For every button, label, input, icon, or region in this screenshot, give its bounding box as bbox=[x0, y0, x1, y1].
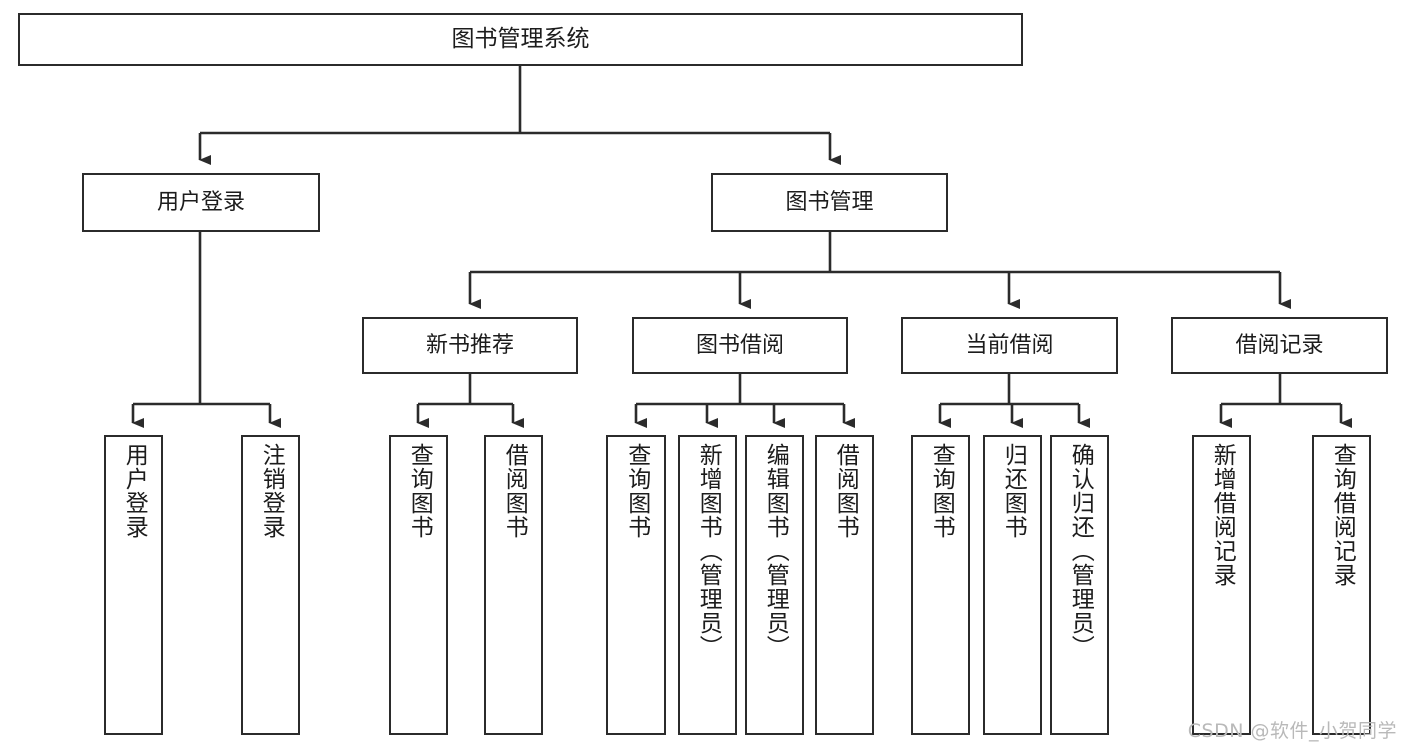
root-node-label: 图书管理系统 bbox=[451, 25, 590, 52]
node-book-borrow-label: 图书借阅 bbox=[695, 332, 784, 358]
leaf-return-book-label: 归还图书 bbox=[1000, 443, 1027, 539]
csdn-watermark: CSDN @软件_小贺同学 bbox=[1187, 720, 1397, 742]
leaf-edit-book-label: 编辑图书（管理员） bbox=[762, 443, 789, 659]
leaf-borrow-book-1-label: 借阅图书 bbox=[501, 443, 528, 539]
node-book-manage[interactable]: 图书管理 bbox=[711, 173, 948, 232]
leaf-user-logout[interactable]: 注销登录 bbox=[241, 435, 300, 735]
leaf-add-record[interactable]: 新增借阅记录 bbox=[1192, 435, 1251, 735]
node-book-manage-label: 图书管理 bbox=[785, 189, 874, 215]
leaf-confirm-return-label: 确认归还（管理员） bbox=[1067, 443, 1094, 659]
leaf-user-login-label: 用户登录 bbox=[121, 443, 148, 539]
leaf-query-book-1-label: 查询图书 bbox=[406, 443, 433, 539]
node-borrow-record-label: 借阅记录 bbox=[1235, 332, 1324, 358]
leaf-query-book-3-label: 查询图书 bbox=[928, 443, 955, 539]
leaf-query-record-label: 查询借阅记录 bbox=[1329, 443, 1356, 587]
leaf-user-logout-label: 注销登录 bbox=[258, 443, 285, 539]
node-book-borrow[interactable]: 图书借阅 bbox=[632, 317, 848, 374]
node-user-login-label: 用户登录 bbox=[156, 189, 245, 215]
leaf-add-record-label: 新增借阅记录 bbox=[1209, 443, 1236, 587]
leaf-edit-book[interactable]: 编辑图书（管理员） bbox=[745, 435, 804, 735]
leaf-borrow-book-2-label: 借阅图书 bbox=[832, 443, 859, 539]
leaf-query-record[interactable]: 查询借阅记录 bbox=[1312, 435, 1371, 735]
leaf-add-book[interactable]: 新增图书（管理员） bbox=[678, 435, 737, 735]
leaf-confirm-return[interactable]: 确认归还（管理员） bbox=[1050, 435, 1109, 735]
leaf-query-book-3[interactable]: 查询图书 bbox=[911, 435, 970, 735]
node-user-login[interactable]: 用户登录 bbox=[82, 173, 320, 232]
leaf-query-book-1[interactable]: 查询图书 bbox=[389, 435, 448, 735]
leaf-borrow-book-1[interactable]: 借阅图书 bbox=[484, 435, 543, 735]
node-current-borrow[interactable]: 当前借阅 bbox=[901, 317, 1118, 374]
node-new-book-recommend-label: 新书推荐 bbox=[425, 332, 514, 358]
leaf-query-book-2[interactable]: 查询图书 bbox=[606, 435, 666, 735]
root-node[interactable]: 图书管理系统 bbox=[18, 13, 1023, 66]
leaf-query-book-2-label: 查询图书 bbox=[623, 443, 650, 539]
node-new-book-recommend[interactable]: 新书推荐 bbox=[362, 317, 578, 374]
leaf-return-book[interactable]: 归还图书 bbox=[983, 435, 1042, 735]
leaf-add-book-label: 新增图书（管理员） bbox=[695, 443, 722, 659]
leaf-borrow-book-2[interactable]: 借阅图书 bbox=[815, 435, 874, 735]
leaf-user-login[interactable]: 用户登录 bbox=[104, 435, 163, 735]
node-borrow-record[interactable]: 借阅记录 bbox=[1171, 317, 1388, 374]
node-current-borrow-label: 当前借阅 bbox=[965, 332, 1054, 358]
